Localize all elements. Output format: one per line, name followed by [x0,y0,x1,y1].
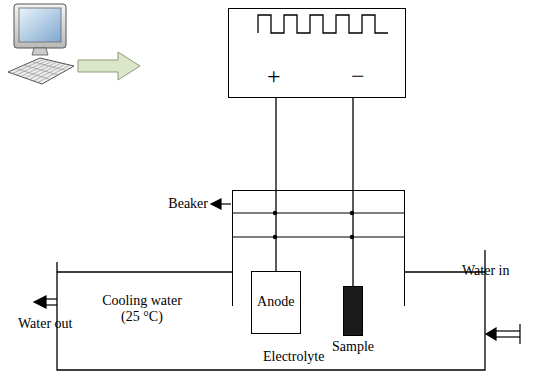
sample-label: Sample [332,339,374,355]
wire [352,98,353,286]
bath-label: Cooling water (25 °C) [92,293,192,325]
polarity-sign: − [351,63,365,91]
beaker: AnodeSampleElectrolyte [232,190,405,306]
cooling-bath: AnodeSampleElectrolyteCooling water (25 … [57,255,485,370]
beaker-lid [232,236,405,237]
anode-electrode: Anode [251,271,301,334]
sample-electrode: Sample [343,286,363,336]
water-out-arrow [34,296,57,308]
signal-arrow [78,52,140,80]
computer-icon [8,4,74,84]
wire-joint [273,211,354,239]
wire [275,98,276,271]
beaker-lid [232,212,405,213]
electrolyte-label: Electrolyte [263,349,324,365]
polarity-sign: + [267,63,281,91]
beaker-leader [211,199,231,209]
square-wave [258,15,388,33]
water-in-arrow [486,324,520,344]
beaker-label: Beaker [168,196,208,212]
anode-label: Anode [257,294,294,310]
water-in-label: Water in [462,263,509,279]
power-supply: +− [228,8,406,98]
water-out-label: Water out [18,316,72,332]
cooling-bath [57,250,485,370]
